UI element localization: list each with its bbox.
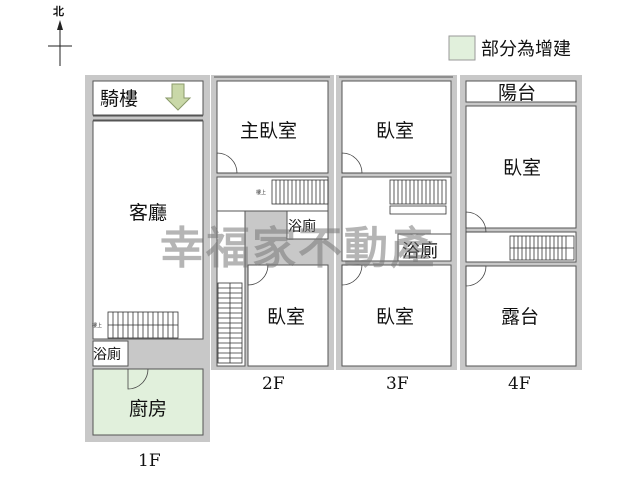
- legend-text: 部分為增建: [481, 39, 571, 60]
- room-balcony: [465, 80, 577, 103]
- door-bedroom-3f-top: [341, 152, 363, 174]
- door-kitchen: [127, 368, 149, 390]
- room-label-bath-1f: 浴廁: [93, 346, 121, 363]
- room-bedroom-3f-top: [341, 80, 452, 174]
- legend: 部分為增建: [448, 35, 571, 61]
- floor-3f: 臥室 浴廁 臥室 3F: [336, 75, 457, 394]
- room-label-master: 主臥室: [240, 120, 297, 142]
- room-bedroom-3f-bottom: [341, 264, 452, 367]
- corridor-2f: [216, 210, 246, 367]
- room-label-bedroom-3f-top: 臥室: [376, 120, 414, 142]
- room-label-arcade: 騎樓: [100, 88, 138, 110]
- door-terrace: [465, 265, 487, 287]
- floor-label-3f: 3F: [386, 374, 409, 394]
- stair-note-2f: 樓上: [256, 189, 266, 196]
- room-label-living: 客廳: [129, 202, 167, 224]
- entry-arrow-icon: [164, 83, 192, 111]
- floor-label-1f: 1F: [138, 451, 161, 471]
- room-label-balcony: 陽台: [498, 82, 536, 104]
- stairs-1f: 樓上: [92, 311, 179, 339]
- floor-label-2f: 2F: [262, 374, 285, 394]
- room-label-kitchen: 廚房: [129, 397, 167, 420]
- room-living: [92, 120, 204, 340]
- room-kitchen: [92, 368, 204, 436]
- door-master: [216, 152, 238, 174]
- room-label-bedroom-4f: 臥室: [503, 157, 541, 179]
- room-label-terrace: 露台: [501, 306, 539, 328]
- stairs-2f-left: [217, 282, 243, 364]
- room-label-bedroom-2f: 臥室: [267, 306, 305, 328]
- room-bedroom-2f: [247, 264, 329, 367]
- north-label: 北: [53, 4, 64, 18]
- room-bedroom-4f: [465, 105, 577, 229]
- floor-4f: 陽台 臥室 露台 4F: [460, 75, 582, 394]
- floor-label-4f: 4F: [508, 374, 531, 394]
- room-terrace: [465, 265, 577, 367]
- room-bath-1f: [92, 340, 129, 367]
- stairs-2f-top: 樓上: [256, 179, 329, 205]
- room-bath-2f: [286, 210, 329, 240]
- hallway-4f: [465, 231, 577, 263]
- room-label-bath-2f: 浴廁: [288, 218, 316, 235]
- stairs-3f: [389, 179, 447, 215]
- floor-2f: 主臥室 樓上 浴廁: [211, 75, 334, 394]
- watermark: 幸福家不動產: [160, 223, 436, 274]
- floor-1f: 騎樓 客廳 樓上 浴廁 廚房 1F: [85, 75, 210, 471]
- hallway-2f-top: [216, 176, 329, 212]
- door-bedroom-3f-bottom: [341, 264, 363, 286]
- compass: 北: [48, 4, 72, 66]
- door-bedroom-2f: [247, 264, 269, 286]
- room-master-bedroom: [216, 80, 329, 174]
- room-label-bedroom-3f-bottom: 臥室: [376, 306, 414, 328]
- north-arrow-icon: [57, 20, 63, 30]
- stairs-4f: [509, 235, 575, 261]
- legend-swatch: [448, 35, 476, 61]
- door-bedroom-4f: [465, 211, 487, 233]
- room-label-bath-3f: 浴廁: [402, 240, 438, 262]
- room-bath-3f: [397, 233, 452, 262]
- stair-note-1f: 樓上: [92, 322, 102, 329]
